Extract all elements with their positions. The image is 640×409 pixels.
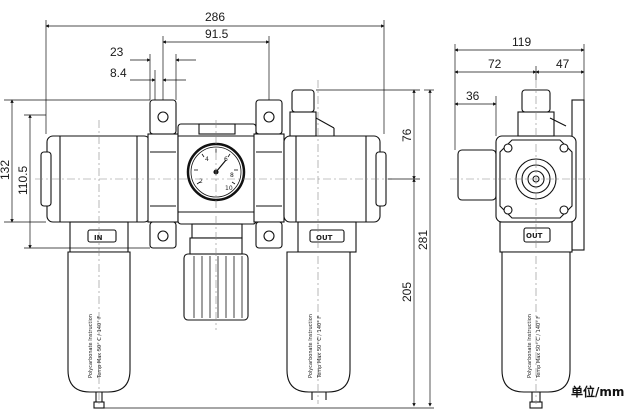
dim-bracket-hole-spacing: 23 xyxy=(110,45,124,59)
dim-center-to-center: 91.5 xyxy=(205,27,229,41)
gauge-tick-label-0: 2 xyxy=(199,178,203,185)
side-bowl-text-line1: Polycarbonate Instruction xyxy=(527,314,533,378)
gauge-tick-label-4: 10 xyxy=(225,185,233,192)
lub-bowl-text-line1: Polycarbonate Instruction xyxy=(308,314,314,378)
side-view xyxy=(450,80,590,409)
gauge-tick-label-2: 6 xyxy=(224,156,228,163)
lubricator-bowl xyxy=(286,221,357,400)
dim-side-rear: 47 xyxy=(556,57,570,71)
dim-top-to-centerline: 76 xyxy=(400,128,414,142)
dim-bracket-offset: 8.4 xyxy=(110,66,127,80)
bowl-text-line2: Temp Max 50° C / 140° F xyxy=(97,316,103,379)
front-dimensions xyxy=(4,20,434,409)
dim-side-front: 72 xyxy=(488,57,502,71)
outlet-port-label-front: OUT xyxy=(316,234,333,242)
lubricator-head xyxy=(283,89,387,223)
lub-bowl-text-line2: Temp Max 50° C / 140° F xyxy=(317,316,323,379)
dim-body-height: 132 xyxy=(0,160,12,180)
front-view: 2 4 6 8 10 xyxy=(35,80,392,409)
dim-overall-width: 286 xyxy=(205,10,225,24)
side-bowl-text: Polycarbonate Instruction Temp Max 50° C… xyxy=(527,314,542,379)
outlet-port-label-side: OUT xyxy=(526,232,543,240)
side-bowl-text-line2: Temp Max 50° C / 140° F xyxy=(536,316,542,379)
right-connector-bracket xyxy=(253,99,285,249)
bowl-text-line1: Polycarbonate Instruction xyxy=(88,314,94,378)
left-connector-bracket xyxy=(147,99,179,249)
gauge-tick-label-3: 8 xyxy=(230,172,234,179)
filter-bowl-text: Polycarbonate Instruction Temp Max 50° C… xyxy=(88,314,103,379)
inlet-port-label: IN xyxy=(94,234,103,242)
side-dimensions xyxy=(454,44,585,150)
gauge-tick-label-1: 4 xyxy=(205,156,209,163)
dim-port-block-height: 110.5 xyxy=(16,166,30,195)
dim-side-depth: 119 xyxy=(512,35,531,49)
dim-side-knob-offset: 36 xyxy=(466,89,480,103)
lubricator-bowl-text: Polycarbonate Instruction Temp Max 50° C… xyxy=(308,314,323,379)
units-label: 单位/mm xyxy=(571,384,624,399)
dim-overall-height: 281 xyxy=(416,230,430,250)
dim-centerline-to-bottom: 205 xyxy=(400,282,414,302)
